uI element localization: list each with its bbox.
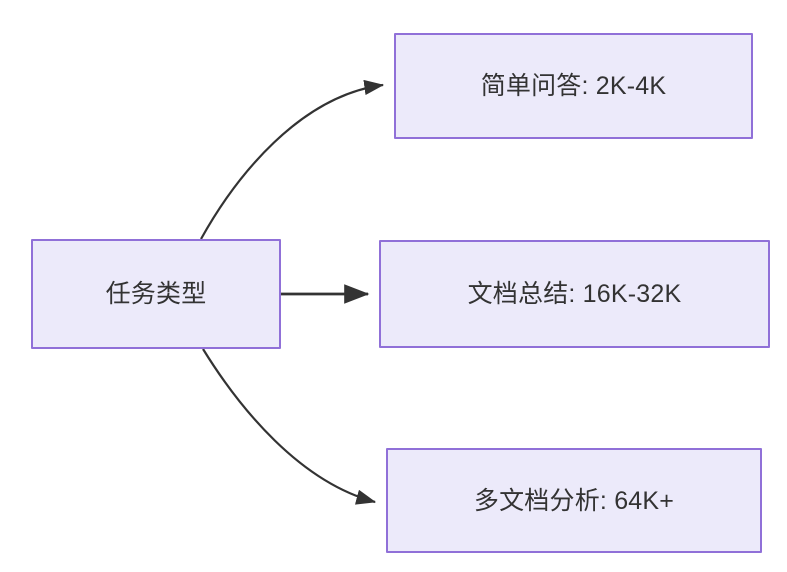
node-multi-document-analysis-label: 多文档分析: 64K+ (473, 486, 675, 515)
node-document-summary[interactable]: 文档总结: 16K-32K (379, 240, 770, 348)
node-task-type[interactable]: 任务类型 (31, 239, 281, 349)
node-document-summary-label: 文档总结: 16K-32K (467, 280, 682, 308)
node-simple-qa[interactable]: 简单问答: 2K-4K (394, 33, 753, 139)
node-multi-document-analysis[interactable]: 多文档分析: 64K+ (386, 448, 762, 553)
node-simple-qa-label: 简单问答: 2K-4K (480, 72, 667, 100)
edge-source-to-simple (200, 79, 385, 240)
edge-source-to-multi (202, 348, 377, 505)
node-task-type-label: 任务类型 (105, 280, 207, 308)
